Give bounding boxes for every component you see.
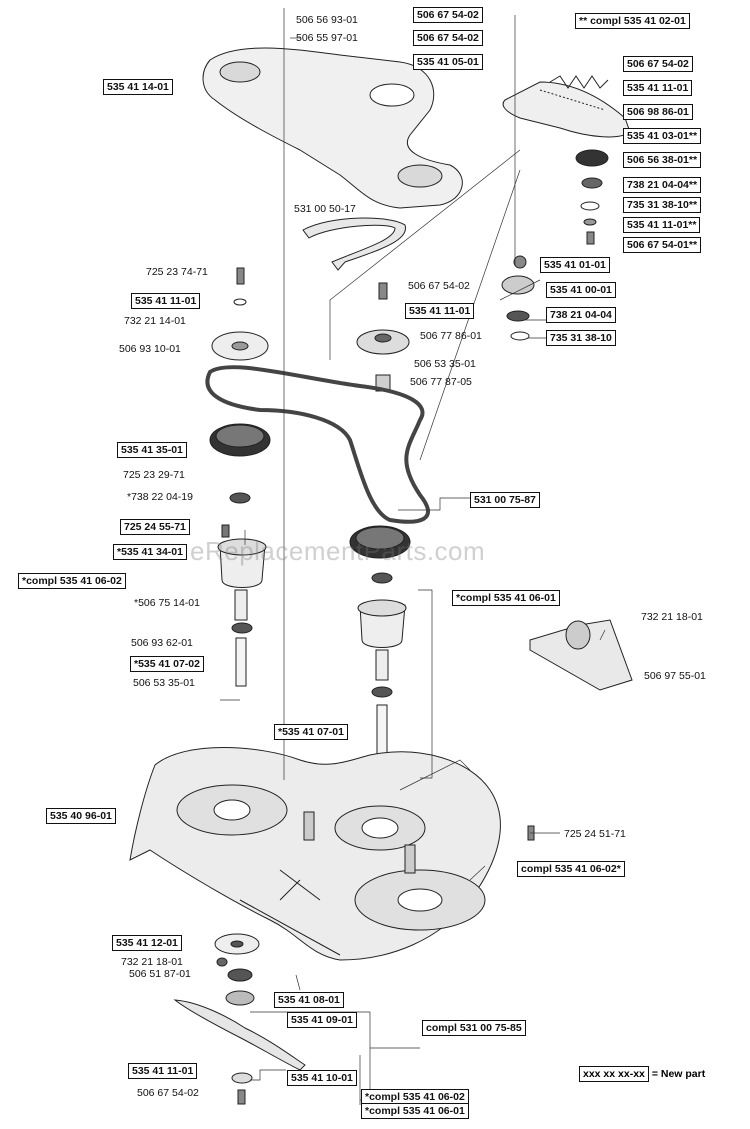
part-number-label[interactable]: *535 41 34-01 — [113, 544, 187, 560]
part-number-label[interactable]: *535 41 07-02 — [130, 656, 204, 672]
part-number-label[interactable]: 506 55 97-01 — [296, 32, 358, 44]
part-number-label[interactable]: 506 56 93-01 — [296, 14, 358, 26]
legend-code: xxx xx xx-xx — [579, 1066, 649, 1082]
part-number-label[interactable]: 535 41 05-01 — [413, 54, 483, 70]
part-number-label[interactable]: 535 41 10-01 — [287, 1070, 357, 1086]
part-number-label[interactable]: 535 41 11-01 — [128, 1063, 198, 1079]
part-number-label[interactable]: 535 41 08-01 — [274, 992, 344, 1008]
tensioner-arm — [502, 81, 631, 138]
spring — [549, 75, 609, 89]
part-number-label[interactable]: *535 41 07-01 — [274, 724, 348, 740]
legend-text: = New part — [651, 1068, 706, 1080]
part-number-label[interactable]: 506 67 54-02 — [408, 280, 470, 292]
watermark: eReplacementParts.com — [190, 536, 486, 566]
part-number-label[interactable]: 535 41 01-01 — [540, 257, 610, 273]
part-number-label[interactable]: *738 22 04-19 — [127, 491, 193, 503]
part-number-label[interactable]: 506 67 54-02 — [413, 7, 483, 23]
part-number-label[interactable]: 535 41 14-01 — [103, 79, 173, 95]
part-number-label[interactable]: 535 41 00-01 — [546, 282, 616, 298]
part-number-label[interactable]: 535 41 12-01 — [112, 935, 182, 951]
legend: xxx xx xx-xx = New part — [579, 1066, 706, 1082]
part-number-label[interactable]: compl 531 00 75-85 — [422, 1020, 526, 1036]
part-number-label[interactable]: ** compl 535 41 02-01 — [575, 13, 690, 29]
part-number-label[interactable]: 506 67 54-01** — [623, 237, 702, 253]
part-number-label[interactable]: 535 41 03-01** — [623, 128, 702, 144]
part-number-label[interactable]: 535 40 96-01 — [46, 808, 116, 824]
part-number-label[interactable]: 732 21 18-01 — [121, 956, 183, 968]
part-number-label[interactable]: 506 67 54-02 — [623, 56, 693, 72]
part-number-label[interactable]: 725 23 74-71 — [146, 266, 208, 278]
part-number-label[interactable]: 735 31 38-10 — [546, 330, 616, 346]
part-number-label[interactable]: 506 77 86-01 — [420, 330, 482, 342]
part-number-label[interactable]: *compl 535 41 06-01 — [452, 590, 560, 606]
part-number-label[interactable]: 506 93 62-01 — [131, 637, 193, 649]
part-number-label[interactable]: 725 23 29-71 — [123, 469, 185, 481]
part-number-label[interactable]: 531 00 75-87 — [470, 492, 540, 508]
part-number-label[interactable]: 725 24 51-71 — [564, 828, 626, 840]
part-number-label[interactable]: 531 00 50-17 — [294, 203, 356, 215]
part-number-label[interactable]: 506 67 54-02 — [137, 1087, 199, 1099]
mower-blade — [173, 999, 306, 1071]
part-number-label[interactable]: 506 93 10-01 — [119, 343, 181, 355]
part-number-label[interactable]: 535 41 11-01** — [623, 217, 701, 233]
part-number-label[interactable]: compl 535 41 06-02* — [517, 861, 625, 877]
part-number-label[interactable]: 735 31 38-10** — [623, 197, 702, 213]
part-number-label[interactable]: *compl 535 41 06-02 — [18, 573, 126, 589]
part-number-label[interactable]: 535 41 09-01 — [287, 1012, 357, 1028]
part-number-label[interactable]: 732 21 14-01 — [124, 315, 186, 327]
part-number-label[interactable]: 535 41 11-01 — [405, 303, 475, 319]
part-number-label[interactable]: 506 53 35-01 — [133, 677, 195, 689]
part-number-label[interactable]: 725 24 55-71 — [120, 519, 190, 535]
part-number-label[interactable]: 738 21 04-04 — [546, 307, 616, 323]
part-number-label[interactable]: 535 41 11-01 — [623, 80, 693, 96]
drive-belt — [205, 365, 430, 524]
part-number-label[interactable]: 506 67 54-02 — [413, 30, 483, 46]
part-number-label[interactable]: 535 41 35-01 — [117, 442, 187, 458]
part-number-label[interactable]: 506 53 35-01 — [414, 358, 476, 370]
part-number-label[interactable]: 738 21 04-04** — [623, 177, 702, 193]
part-number-label[interactable]: *compl 535 41 06-01 — [361, 1103, 469, 1119]
part-number-label[interactable]: 732 21 18-01 — [641, 611, 703, 623]
left-spindle-housing — [219, 544, 266, 588]
v-belt-small — [302, 217, 406, 271]
part-number-label[interactable]: 506 97 55-01 — [644, 670, 706, 682]
part-number-label[interactable]: 506 98 86-01 — [623, 104, 693, 120]
part-number-label[interactable]: *506 75 14-01 — [134, 597, 200, 609]
part-number-label[interactable]: 535 41 11-01 — [131, 293, 201, 309]
part-number-label[interactable]: 506 51 87-01 — [129, 968, 191, 980]
part-number-label[interactable]: 506 77 87-05 — [410, 376, 472, 388]
part-number-label[interactable]: 506 56 38-01** — [623, 152, 702, 168]
